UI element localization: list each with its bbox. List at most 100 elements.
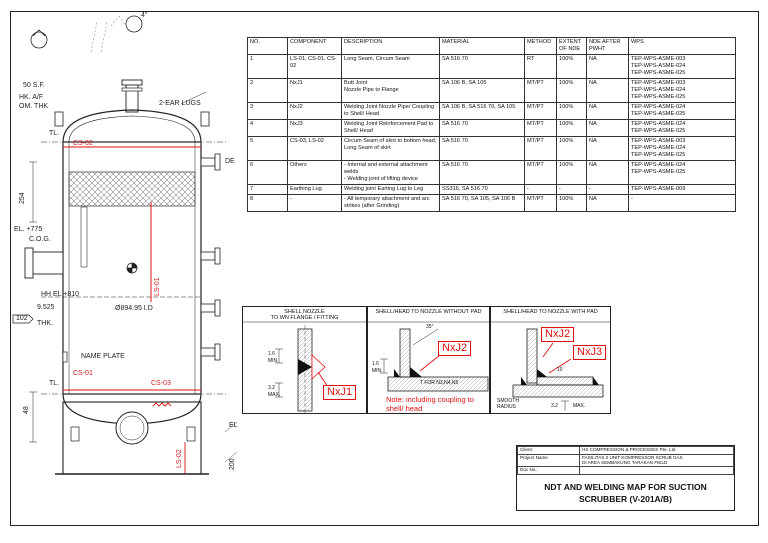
d1-dim-3-2: 3.2 [268, 385, 275, 391]
d2-angle: 35° [426, 324, 434, 330]
cell-description: - All temporary attachment and arc strik… [341, 194, 440, 212]
cell-wps: TEP-WPS-ASME-024 TEP-WPS-ASME-025 [628, 160, 736, 185]
dim-48-label: 48 [23, 406, 30, 414]
cell-description: Butt Joint Nozzle Pipe to Flange [341, 78, 440, 103]
col-header-no: NO. [247, 37, 288, 55]
cell-component: NxJ3 [287, 119, 342, 137]
d2-dim-min: MIN. [372, 368, 383, 374]
drawing-sheet: 2-EAR LUGS 50 S.F. HK. A/F OM. THK TL. C… [10, 11, 759, 526]
cell-nde-after-pwht: NA [586, 194, 629, 212]
cell-description: Welding joint Earting Lug to Leg [341, 184, 440, 195]
cell-description: Welding Joint Reinforcement Pad to Shell… [341, 119, 440, 137]
cell-wps: TEP-WPS-ASME-003 TEP-WPS-ASME-024 TEP-WP… [628, 78, 736, 103]
dim-200-label: 200 [229, 458, 236, 470]
cell-description: Long Seam, Circum Seam [341, 54, 440, 79]
cell-description: Circum Seam of skirt to bottom head, Lon… [341, 136, 440, 161]
d1-dim-max: MAX. [268, 392, 281, 398]
vessel-elevation-svg [12, 15, 238, 475]
cell-wps: TEP-WPS-ASME-024 TEP-WPS-ASME-025 [628, 119, 736, 137]
col-header-extent: EXTENT OF NDE [556, 37, 587, 55]
detail-shell-nozzle-with-pad: SHELL/HEAD TO NOZZLE WITH PAD NxJ2 NxJ3 … [490, 306, 611, 414]
thk-label: THK. [37, 320, 53, 327]
col-header-nde-after-pwht: NDE AFTER PWHT [586, 37, 629, 55]
cell-extent: 100% [556, 102, 587, 120]
dim-4-label: 4" [141, 12, 148, 19]
d3-dim-3-2: 3.2 [551, 403, 558, 409]
thickness-label: 9.525 [37, 304, 55, 311]
detail-1-title: SHELL NOZZLE TO WN FLANGE / FITTING [270, 309, 339, 321]
cell-wps: TEP-WPS-ASME-009 [628, 184, 736, 195]
cell-method: - [524, 184, 557, 195]
col-header-wps: WPS [628, 37, 736, 55]
cell-wps: - [628, 194, 736, 212]
cell-nde-after-pwht: NA [586, 54, 629, 79]
cell-component: CS-03, LS-02 [287, 136, 342, 161]
cog-label: C.O.G. [29, 236, 51, 243]
cell-no: 4 [247, 119, 288, 137]
top-nozzle-circle [125, 15, 143, 33]
vessel-drawing: 2-EAR LUGS 50 S.F. HK. A/F OM. THK TL. C… [11, 12, 247, 525]
cell-nde-after-pwht: NA [586, 119, 629, 137]
diameter-label: Ø894.95 I.D [115, 305, 153, 312]
detail-shell-nozzle-without-pad: SHELL/HEAD TO NOZZLE WITHOUT PAD 35° 1.6… [367, 306, 490, 414]
cell-nde-after-pwht: NA [586, 136, 629, 161]
ear-lugs-label: 2-EAR LUGS [159, 100, 201, 107]
cell-material: SA 106 B, SA 516 70, SA 105 [439, 102, 525, 120]
cell-nde-after-pwht: NA [586, 102, 629, 120]
sf-label: 50 S.F. [23, 82, 45, 89]
cell-wps: TEP-WPS-ASME-024 TEP-WPS-ASME-025 [628, 102, 736, 120]
cell-method: RT [524, 54, 557, 79]
client-value: HS COMPRESSION & PROCESSES Pte. Ltd [579, 446, 734, 455]
project-value-line-1: FASILITAS 2 UNIT KOMPRESSOR SCRUB GAS [582, 455, 683, 460]
cell-material: SA 516 70, SA 105, SA 106 B [439, 194, 525, 212]
cell-description: Welding Joint Nozzle Pipe/ Coupling to S… [341, 102, 440, 120]
name-plate-label: NAME PLATE [81, 353, 125, 360]
cell-component: Earthing Lug [287, 184, 342, 195]
drawing-title-line-1: NDT AND WELDING MAP FOR SUCTION [544, 482, 707, 492]
cell-description: - Internal and external attachment welds… [341, 160, 440, 185]
cell-extent: 100% [556, 119, 587, 137]
cell-material: SA 106 B, SA 105 [439, 78, 525, 103]
cell-component: NxJ2 [287, 102, 342, 120]
el775-label: EL. +775 [14, 226, 43, 233]
client-label: Client: [517, 446, 580, 455]
cell-material: SA 516 70 [439, 160, 525, 185]
project-value: FASILITAS 2 UNIT KOMPRESSOR SCRUB GAS DI… [579, 454, 734, 467]
col-header-component: COMPONENT [287, 37, 342, 55]
d3-dim-10: 10 [557, 367, 563, 373]
hk-label: HK. A/F [19, 94, 44, 101]
coupling-note: Note: including coupling to shell/ head [386, 395, 474, 413]
title-block-table: Client: HS COMPRESSION & PROCESSES Pte. … [517, 446, 734, 475]
nde-table: NO. COMPONENT DESCRIPTION MATERIAL METHO… [247, 37, 736, 212]
cell-method: MT/PT [524, 194, 557, 212]
d3-radius: RADIUS [497, 404, 516, 410]
col-header-material: MATERIAL [439, 37, 525, 55]
cell-nde-after-pwht: NA [586, 160, 629, 185]
cell-no: 7 [247, 184, 288, 195]
detail-3-svg [491, 321, 610, 411]
cell-material: SA 516 70 [439, 136, 525, 161]
d1-dim-1-6: 1.6 [268, 351, 275, 357]
cell-extent: 100% [556, 160, 587, 185]
cell-extent: 100% [556, 194, 587, 212]
project-label: Project Name [517, 454, 580, 467]
cell-method: MT/PT [524, 78, 557, 103]
detail-2-title: SHELL/HEAD TO NOZZLE WITHOUT PAD [375, 309, 482, 315]
cs02-label: CS-02 [73, 140, 93, 147]
cell-nde-after-pwht: NA [586, 78, 629, 103]
cell-extent: 100% [556, 54, 587, 79]
nde-table-header-row: NO. COMPONENT DESCRIPTION MATERIAL METHO… [247, 37, 736, 55]
cs01-label: CS-01 [73, 370, 93, 377]
de-label: DE [225, 158, 235, 165]
detail-1-svg [243, 321, 366, 413]
detail-3-title: SHELL/HEAD TO NOZZLE WITH PAD [503, 309, 598, 315]
d3-dim-max: MAX. [573, 403, 586, 409]
ls02-label: LS-02 [176, 449, 183, 468]
ref-102-label: 102 [16, 315, 28, 322]
cell-method: MT/PT [524, 136, 557, 161]
